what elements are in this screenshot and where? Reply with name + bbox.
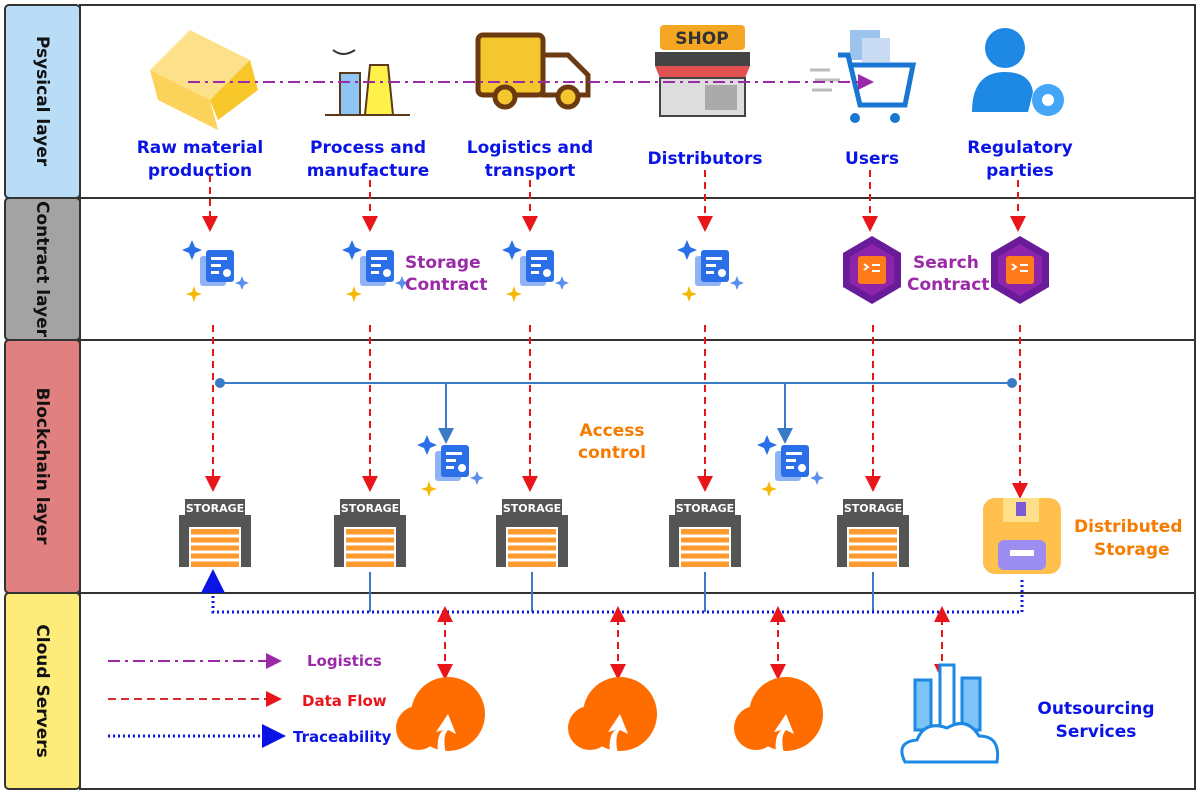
legend: Logistics Data Flow Traceability xyxy=(108,652,392,748)
svg-text:STORAGE: STORAGE xyxy=(844,502,902,515)
storage-contract-label: Storage xyxy=(405,253,481,273)
storage-icon: STORAGE xyxy=(667,497,743,569)
svg-text:transport: transport xyxy=(485,161,576,181)
cloud-layer-label: Cloud Servers xyxy=(32,624,52,757)
svg-text:Contract: Contract xyxy=(405,275,487,295)
node-distributors-label: Distributors xyxy=(648,149,763,169)
access-control-label: Access xyxy=(579,421,644,441)
node-logistics-label: Logistics and xyxy=(467,138,593,158)
svg-text:Contract: Contract xyxy=(907,275,989,295)
svg-text:STORAGE: STORAGE xyxy=(186,502,244,515)
legend-logistics-label: Logistics xyxy=(307,652,382,670)
shopping-cart-icon xyxy=(810,30,917,123)
floppy-disk-icon xyxy=(983,498,1061,574)
contract-layer-label: Contract layer xyxy=(32,201,52,338)
svg-text:production: production xyxy=(148,161,252,181)
legend-data-flow-label: Data Flow xyxy=(302,692,387,710)
svg-text:Storage: Storage xyxy=(1094,540,1170,560)
svg-text:Services: Services xyxy=(1056,722,1137,742)
svg-text:STORAGE: STORAGE xyxy=(503,502,561,515)
storage-icon: STORAGE xyxy=(494,497,570,569)
node-regulatory-label: Regulatory xyxy=(967,138,1072,158)
search-contract-label: Search xyxy=(913,253,979,273)
storage-icon: STORAGE xyxy=(177,497,253,569)
distributed-storage-label: Distributed xyxy=(1074,517,1183,537)
node-raw-material-label: Raw material xyxy=(137,138,264,158)
storage-icon: STORAGE xyxy=(332,497,408,569)
svg-text:control: control xyxy=(578,443,646,463)
cloud-city-icon xyxy=(900,663,1000,764)
shop-icon: SHOP xyxy=(655,25,750,117)
outsourcing-services-label: Outsourcing xyxy=(1037,699,1154,719)
svg-text:STORAGE: STORAGE xyxy=(676,502,734,515)
truck-icon xyxy=(475,32,591,110)
physical-layer-label: Psysical layer xyxy=(32,36,52,167)
node-users-label: Users xyxy=(845,149,899,169)
blockchain-layer-label: Blockchain layer xyxy=(32,387,52,545)
storage-nodes: STORAGE STORAGE STORAGE STORAGE STORAGE xyxy=(177,497,911,569)
physical-node-labels: Raw material production Process and manu… xyxy=(137,138,1073,181)
storage-icon: STORAGE xyxy=(835,497,911,569)
user-gear-icon xyxy=(972,28,1064,116)
factory-icon xyxy=(325,49,410,116)
svg-text:SHOP: SHOP xyxy=(675,29,728,49)
node-process-label: Process and xyxy=(310,138,426,158)
legend-traceability-label: Traceability xyxy=(293,728,392,746)
svg-text:parties: parties xyxy=(986,161,1054,181)
svg-text:STORAGE: STORAGE xyxy=(341,502,399,515)
data-flow-arrows xyxy=(202,170,1028,499)
svg-text:manufacture: manufacture xyxy=(307,161,429,181)
access-control-bus xyxy=(220,382,1012,444)
